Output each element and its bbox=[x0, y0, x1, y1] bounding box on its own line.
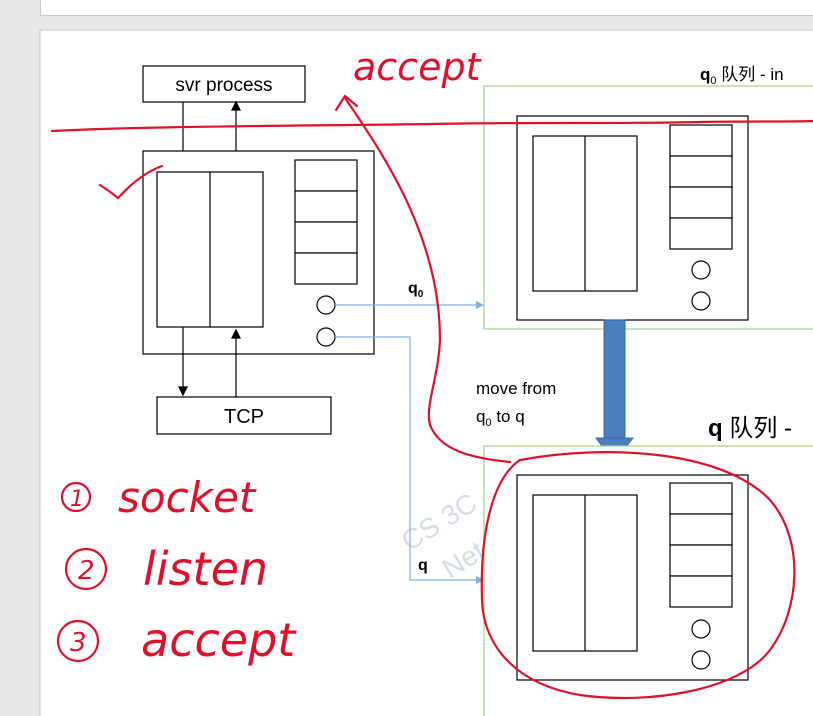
hand-checkmark bbox=[98, 164, 164, 200]
hand-num1-circle bbox=[60, 481, 92, 513]
svr-process-box bbox=[142, 65, 306, 103]
hand-num2: 2 bbox=[78, 556, 95, 586]
tcp-label: TCP bbox=[224, 406, 264, 428]
q-connector bbox=[335, 336, 484, 584]
previous-slide-edge bbox=[40, 0, 813, 16]
move-label-line2: q0 to q bbox=[476, 407, 525, 429]
q0-queue-title: q0 队列 - in bbox=[700, 65, 784, 87]
q0-connector bbox=[335, 301, 484, 309]
hand-arrowhead bbox=[334, 94, 359, 112]
socket-tcp-arrows bbox=[178, 327, 241, 397]
q-connector-label: q bbox=[418, 557, 428, 574]
q0-queue-slots bbox=[669, 124, 733, 250]
q-circle-2 bbox=[691, 650, 711, 670]
hand-divider-line bbox=[50, 119, 813, 133]
q-queue-slots bbox=[669, 482, 733, 608]
hand-num3-circle bbox=[56, 619, 100, 663]
svr-process-label: svr process bbox=[175, 75, 272, 96]
hand-step1: socket bbox=[118, 473, 257, 522]
socket-queue-slots bbox=[294, 159, 358, 285]
move-label-line1: move from bbox=[476, 379, 556, 398]
hand-num2-circle bbox=[64, 547, 108, 591]
q0-circle-1 bbox=[691, 260, 711, 280]
hand-circle-q-socket bbox=[480, 451, 796, 700]
hand-accept-top: accept bbox=[353, 45, 483, 89]
hand-accept-path bbox=[343, 96, 512, 464]
q0-circle-2 bbox=[691, 291, 711, 311]
q-circle-1 bbox=[691, 619, 711, 639]
q0-connector-label: q0 bbox=[408, 280, 424, 300]
hand-num1: 1 bbox=[70, 487, 84, 512]
q0-port-circle bbox=[316, 295, 336, 315]
hand-num3: 3 bbox=[70, 628, 87, 658]
q-queue-title: q 队列 - bbox=[708, 415, 792, 442]
q-port-circle bbox=[316, 327, 336, 347]
hand-step3: accept bbox=[141, 613, 297, 667]
tcp-box bbox=[156, 396, 332, 435]
hand-step2: listen bbox=[143, 542, 268, 596]
